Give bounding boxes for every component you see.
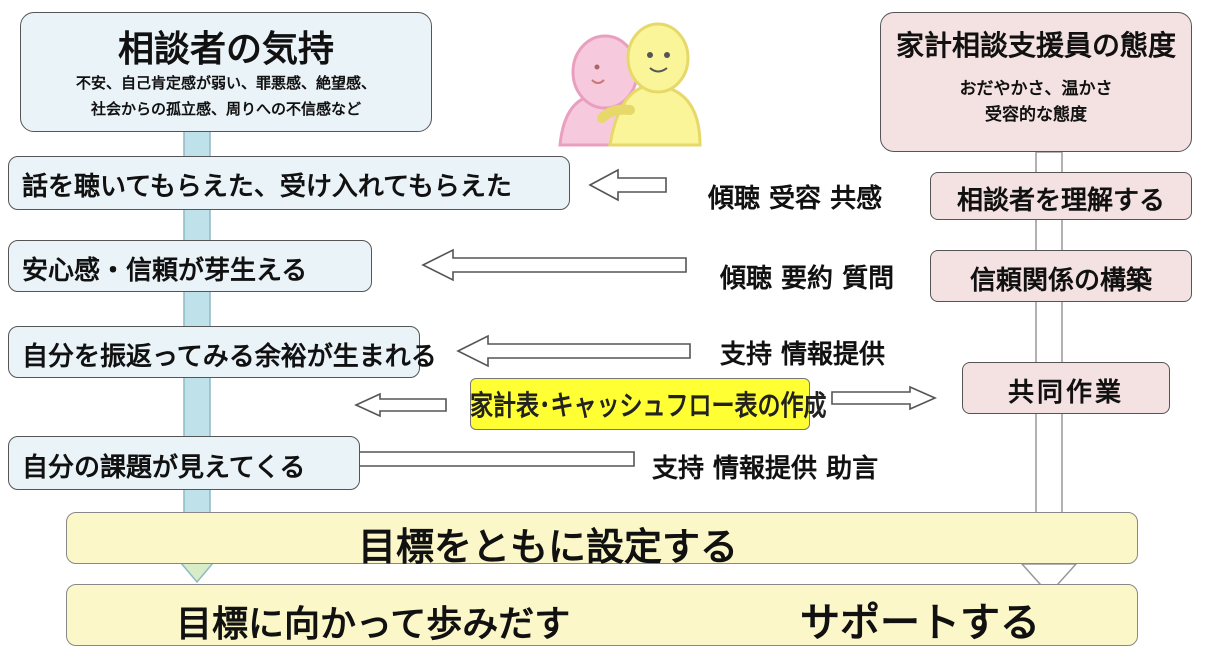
supporter-step-2-box	[930, 250, 1192, 302]
supporter-step-1-box	[930, 172, 1192, 220]
supporter-progress-shaft	[1020, 151, 1078, 596]
supporter-attitude-line-1: おだやかさ、温かさ	[959, 79, 1113, 99]
technique-label-2: 傾聴 要約 質問	[720, 264, 895, 294]
client-step-3-box	[8, 326, 420, 378]
supporter-step-3-label: 共同作業	[1007, 378, 1124, 408]
client-step-2-label: 安心感・信頼が芽生える	[22, 256, 308, 286]
client-feelings-line-1: 不安、自己肯定感が弱い、罪悪感、絶望感、	[75, 74, 376, 92]
client-step-2-box	[8, 240, 372, 292]
client-feelings-box	[20, 12, 432, 132]
arrow-to-step-1	[588, 168, 667, 202]
left-arrows	[324, 168, 691, 476]
supporter-attitude-title: 家計相談支援員の態度	[895, 29, 1176, 62]
supporter-step-1-label: 相談者を理解する	[956, 186, 1165, 216]
supporter-step-2-label: 信頼関係の構築	[969, 266, 1152, 296]
client-step-4-box	[8, 436, 360, 490]
arrow-from-task-right	[831, 385, 937, 411]
client-step-4-label: 自分の課題が見えてくる	[22, 453, 306, 483]
final-action-bar	[66, 584, 1138, 646]
consultation-illustration	[558, 22, 702, 147]
goal-setting-label: 目標をともに設定する	[358, 525, 739, 569]
goal-setting-bar	[66, 512, 1138, 564]
final-client-label: 目標に向かって歩みだす	[176, 604, 571, 645]
cashflow-task-box	[470, 378, 810, 430]
final-supporter-label: サポートする	[800, 600, 1040, 646]
arrow-to-step-4	[324, 442, 635, 476]
technique-label-4: 支持 情報提供 助言	[652, 454, 879, 484]
client-step-1-box	[8, 156, 570, 210]
cashflow-task-label: 家計表･キャッシュフロー表の作成	[470, 391, 827, 423]
client-feelings-line-2: 社会からの孤立感、周りへの不信感など	[90, 100, 361, 118]
technique-label-1: 傾聴 受容 共感	[708, 184, 883, 214]
arrow-to-step-2	[421, 248, 687, 282]
arrow-from-task-left	[354, 392, 447, 418]
supporter-attitude-box	[880, 12, 1192, 152]
supporter-attitude-line-2: 受容的な態度	[985, 105, 1087, 125]
client-step-3-label: 自分を振返ってみる余裕が生まれる	[22, 342, 437, 372]
supporter-step-3-box	[962, 362, 1170, 414]
client-step-1-label: 話を聴いてもらえた、受け入れてもらえた	[22, 172, 512, 202]
arrow-to-step-3	[456, 334, 691, 368]
technique-label-3: 支持 情報提供	[720, 340, 886, 370]
client-feelings-title: 相談者の気持	[117, 29, 334, 70]
